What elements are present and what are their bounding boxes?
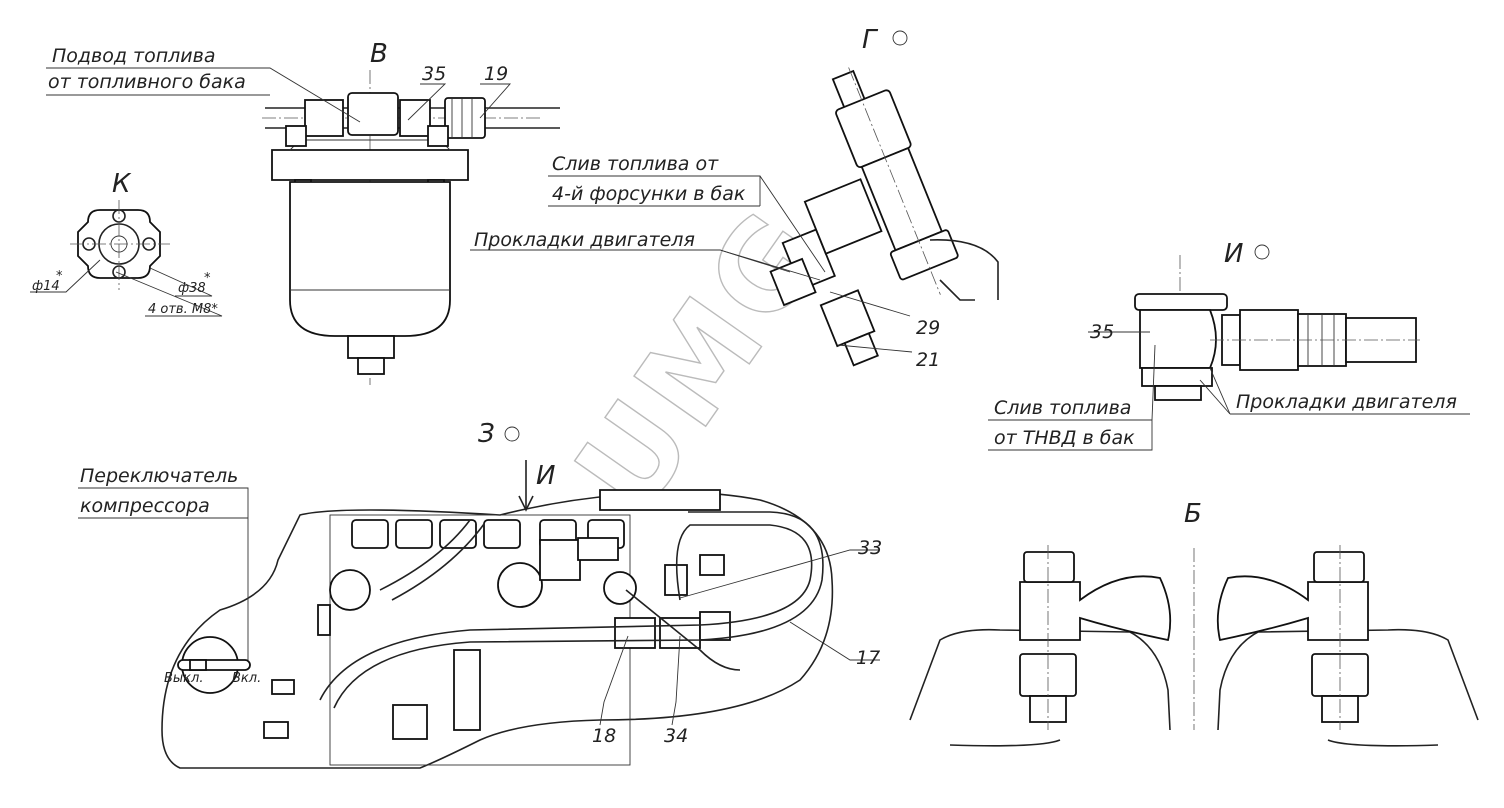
- fuel-filter-view: В Подвод топлива от топливного бака 35: [46, 39, 560, 385]
- switch-off-label: Выкл.: [164, 671, 203, 686]
- view-label-v: В: [370, 39, 388, 69]
- arrow-label-i: И: [536, 461, 555, 491]
- callout-21: 21: [916, 349, 940, 371]
- view-label-k: К: [112, 169, 132, 199]
- engine-gaskets-label-1: Прокладки двигателя: [474, 229, 695, 251]
- fuel-supply-label-1: Подвод топлива: [52, 45, 216, 67]
- dim-d14: ф14: [32, 279, 60, 294]
- callout-19: 19: [484, 63, 508, 85]
- view-label-z: З: [478, 419, 495, 449]
- switch-on-label: Вкл.: [232, 671, 261, 686]
- fuel-supply-label-2: от топливного бака: [48, 71, 246, 93]
- engine-gaskets-label-2: Прокладки двигателя: [1236, 391, 1457, 413]
- drain-injector-label-1: Слив топлива от: [552, 153, 719, 175]
- drain-tnvd-label-2: от ТНВД в бак: [994, 427, 1135, 449]
- callout-29: 29: [916, 317, 940, 339]
- callout-35-top: 35: [422, 63, 446, 85]
- pump-sections: [351, 519, 625, 549]
- callout-17: 17: [856, 647, 880, 669]
- compressor-switch-label-1: Переключатель: [80, 465, 238, 487]
- drain-tnvd-label-1: Слив топлива: [994, 397, 1131, 419]
- injector-drain-view-g: Г Слив топлива от 4-й форсунки в бак Про…: [470, 25, 999, 371]
- view-label-b: Б: [1184, 499, 1202, 529]
- callout-35-right: 35: [1090, 321, 1114, 343]
- callout-34: 34: [664, 725, 688, 747]
- view-label-g: Г: [862, 25, 879, 55]
- callout-18: 18: [592, 725, 616, 747]
- tnvd-drain-view-i: И 35 Слив топлива от ТНВД в бак Прокладк…: [988, 239, 1470, 451]
- drain-injector-label-2: 4-й форсунки в бак: [552, 183, 746, 205]
- mounting-view-b: Б: [909, 499, 1479, 747]
- dim-holes: 4 отв. М8*: [148, 302, 218, 317]
- view-label-i: И: [1224, 239, 1243, 269]
- compressor-switch-label-2: компрессора: [80, 495, 210, 517]
- dim-d14-star: *: [56, 269, 63, 284]
- dim-d38: ф38: [178, 281, 206, 296]
- callout-33: 33: [858, 537, 882, 559]
- engine-view-z: З И: [78, 419, 882, 769]
- flange-view-k: К ф14 * ф38 * 4 отв. М8*: [30, 169, 223, 317]
- dim-d38-star: *: [204, 271, 211, 286]
